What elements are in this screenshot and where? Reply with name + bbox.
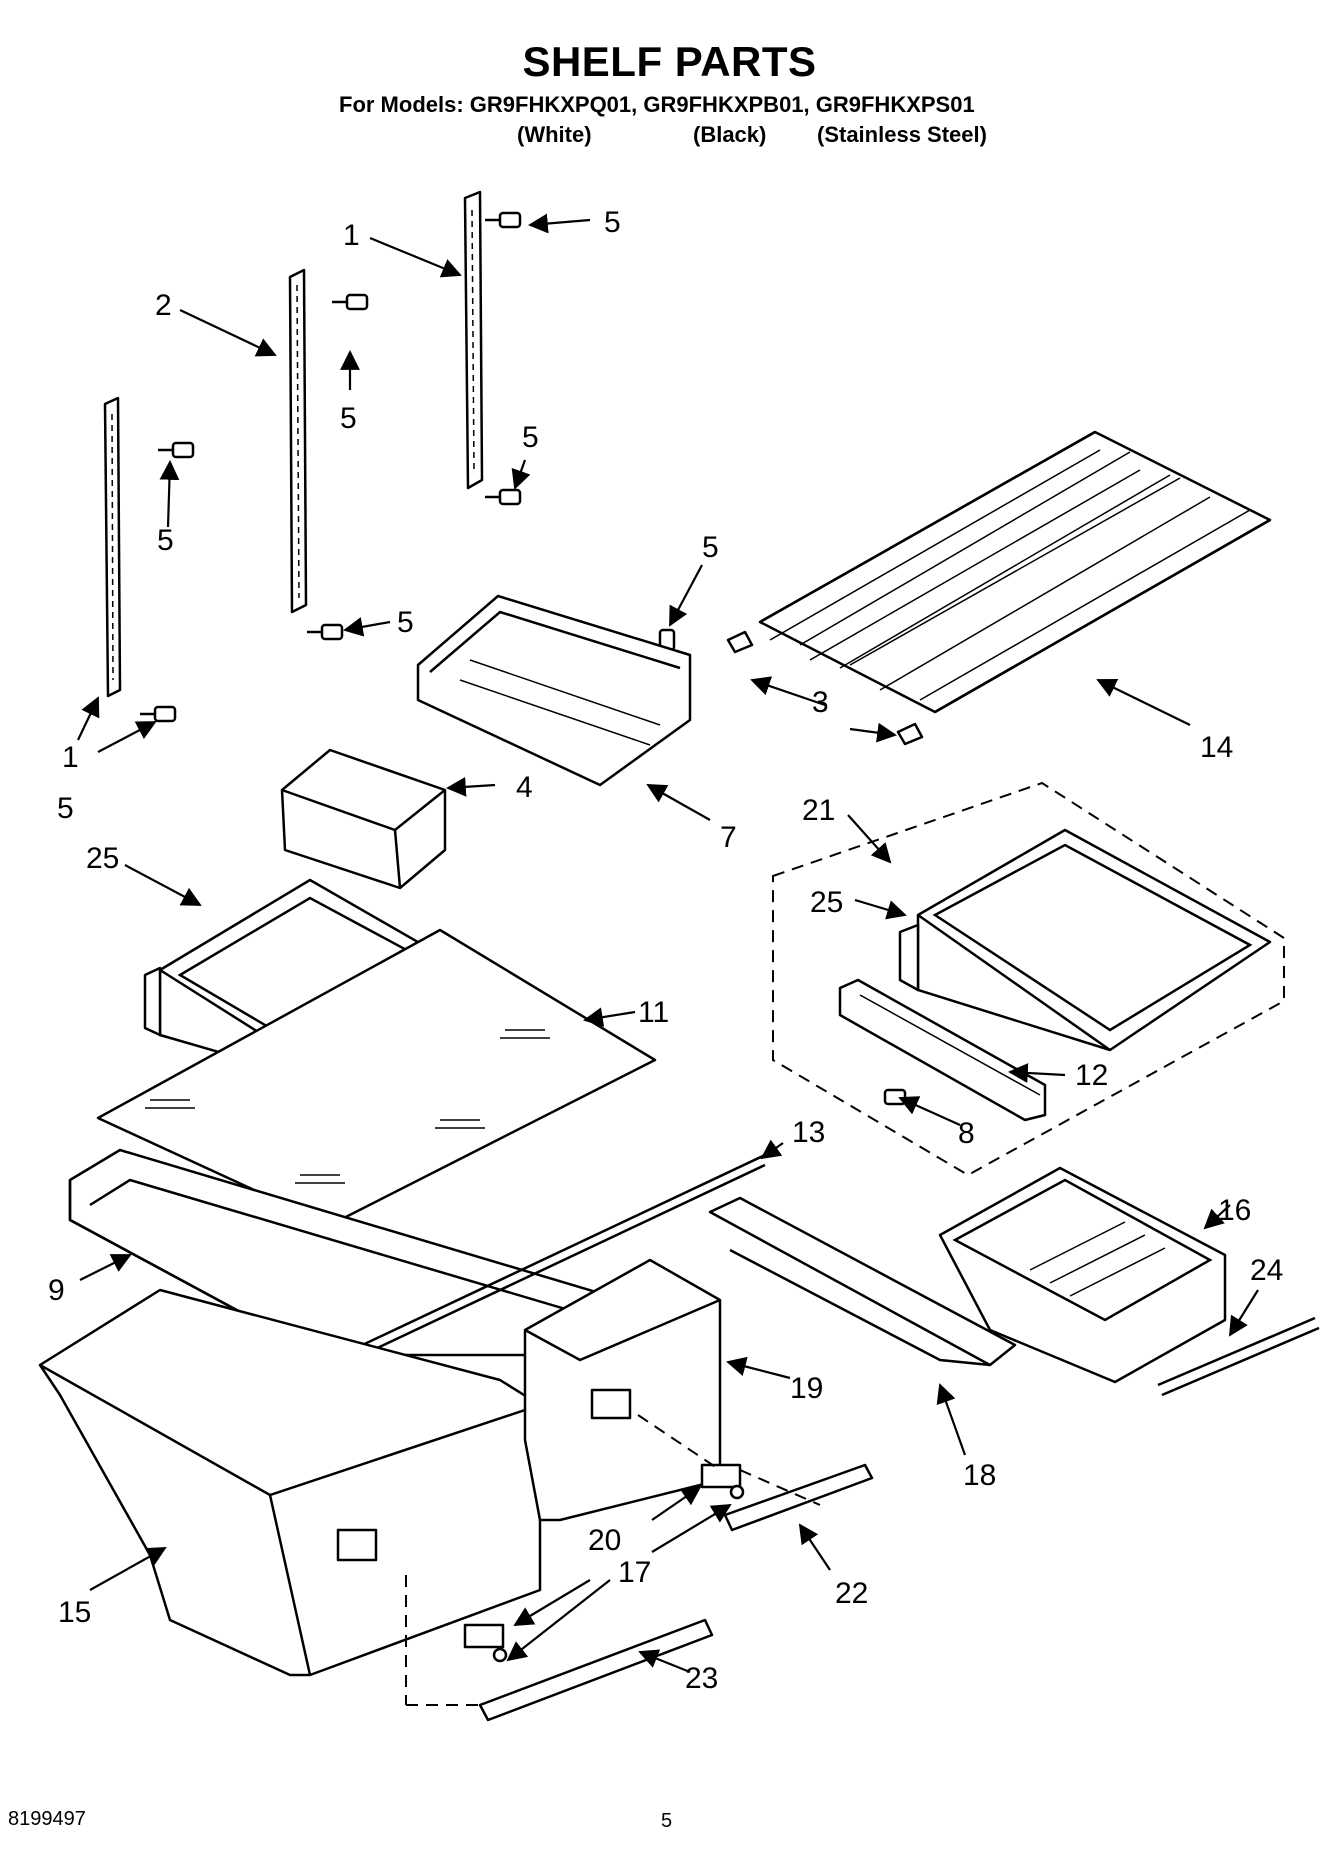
part-19-crisper-drawer-small [523,1258,722,1522]
part-22-handle [723,1463,874,1532]
leader-arrows [77,213,1259,1674]
part-5-screws [140,211,676,723]
part-21-kit-outline [772,781,1285,1177]
callout-11: 11 [638,996,669,1029]
callout-7: 7 [720,821,737,854]
callout-14: 14 [1200,731,1233,764]
callout-16: 16 [1218,1194,1251,1227]
part-23-handle [478,1618,714,1722]
callout-5: 5 [522,421,539,454]
handle-slot-icon [336,1528,378,1562]
part-3-shelf-pins [726,630,924,746]
glass-hatch-icon [145,1029,550,1184]
screw-icon [332,293,369,311]
part-13-strip [319,1153,766,1367]
part-2-shelf-ladder-center [288,268,308,614]
part-12-bracket [838,978,1047,1122]
part-8-screw [883,1088,907,1106]
callout-13: 13 [792,1116,825,1149]
callout-19: 19 [790,1372,823,1405]
callout-1: 1 [343,219,360,252]
models-line: For Models: GR9FHKXPQ01, GR9FHKXPB01, GR… [339,92,975,117]
callout-25: 25 [86,842,119,875]
callout-9: 9 [48,1274,65,1307]
part-25-shelf-kit [898,828,1272,1052]
callout-5: 5 [57,792,74,825]
screw-icon [485,488,522,506]
callout-23: 23 [685,1662,718,1695]
callout-5: 5 [397,606,414,639]
screw-icon [883,1088,907,1106]
part-16-meat-pan [938,1166,1227,1384]
callout-24: 24 [1250,1254,1283,1287]
part-17-fastener [729,1484,745,1500]
callout-12: 12 [1075,1059,1108,1092]
part-18-slide-rail [708,1196,1017,1367]
screw-icon [140,705,177,723]
page-number: 5 [661,1810,673,1832]
callout-17: 17 [618,1556,651,1589]
screw-icon [158,441,195,459]
part-4-bin [280,748,447,890]
variant-black: (Black) [693,122,767,147]
document-number: 8199497 [8,1808,86,1830]
part-15-crisper-drawer-large [38,1288,542,1677]
callout-21: 21 [802,794,835,827]
callout-3: 3 [812,686,829,719]
callout-5: 5 [702,531,719,564]
callout-5: 5 [604,206,621,239]
callout-8: 8 [958,1117,975,1150]
page-title: SHELF PARTS [522,38,817,85]
part-1-shelf-ladder-right [463,190,484,490]
callout-5: 5 [157,524,174,557]
callout-20: 20 [588,1524,621,1557]
screw-icon [307,623,344,641]
part-1-shelf-ladder-left [103,396,122,698]
callout-labels: 1 2 5 5 5 5 5 5 5 1 4 7 3 14 21 25 12 8 … [48,206,1283,1695]
screw-icon [485,211,522,229]
callout-22: 22 [835,1577,868,1610]
callout-1: 1 [62,741,79,774]
callout-18: 18 [963,1459,996,1492]
handle-slot-icon [590,1388,632,1420]
callout-4: 4 [516,771,533,804]
part-24-trim [1157,1316,1316,1387]
callout-15: 15 [58,1596,91,1629]
callout-5: 5 [340,402,357,435]
part-17-fastener [492,1647,508,1663]
part-20-clip [700,1463,742,1489]
part-7-tray [416,594,692,787]
part-20-clip [463,1623,505,1649]
variant-white: (White) [517,122,592,147]
callout-2: 2 [155,289,172,322]
callout-25: 25 [810,886,843,919]
variant-stainless: (Stainless Steel) [817,122,987,147]
part-14-wire-shelf [758,430,1272,714]
